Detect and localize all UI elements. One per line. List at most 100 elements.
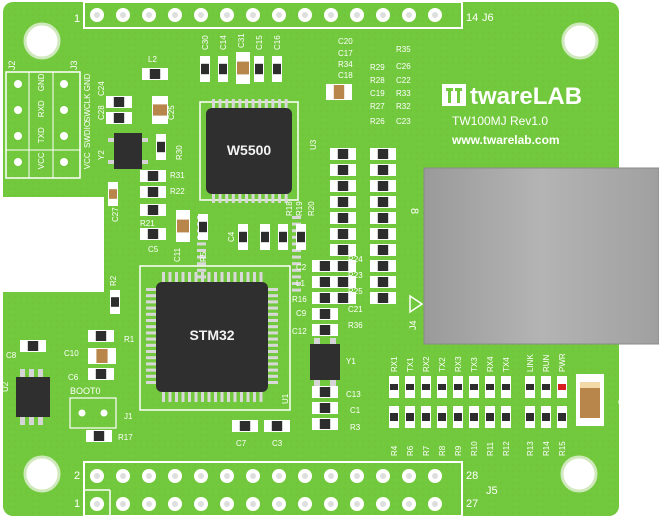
ref-label-c8: C8 [6, 351, 17, 360]
led-label: TX1 [406, 357, 415, 372]
ref-label-c21: C21 [348, 305, 363, 314]
led-resistor-label: R7 [422, 445, 431, 456]
ref-label-r19: R19 [295, 201, 304, 216]
stm32-label: STM32 [189, 327, 234, 343]
led-label: TX3 [470, 357, 479, 372]
ref-label-c1: C1 [350, 406, 361, 415]
j6-label: J6 [482, 12, 494, 24]
led-label: RX2 [422, 356, 431, 372]
ref-label-r5: R5 [199, 251, 208, 262]
ref-label-r22: R22 [170, 187, 185, 196]
ref-label-r17: R17 [118, 433, 133, 442]
ref-label-y1: Y1 [346, 357, 356, 366]
ref-label-c27: C27 [111, 207, 120, 222]
ref-label-c5: C5 [148, 245, 159, 254]
model-text: TW100MJ Rev1.0 [452, 114, 548, 128]
ref-label-c4: C4 [227, 231, 236, 242]
led-label: LINK [526, 354, 535, 372]
ref-label-c2: C2 [296, 263, 307, 272]
mounting-holes [23, 22, 599, 493]
pin-label: VCC [83, 152, 92, 169]
ic-u2 [16, 369, 50, 425]
ic-y2 [108, 133, 148, 169]
led-label: PWR [558, 353, 567, 372]
led-resistor-label: R10 [470, 441, 479, 456]
ref-label-c3: C3 [272, 439, 283, 448]
led-row: RX1R4TX1R6RX2R7TX2R8RX3R9TX3R10RX4R11TX4… [389, 353, 567, 456]
j5-label: J5 [486, 485, 498, 497]
led-resistor-label: R11 [486, 441, 495, 456]
pin-label: TXD [37, 127, 46, 143]
led-label: RX3 [454, 356, 463, 372]
ref-label-c31: C31 [237, 33, 246, 48]
ref-label-c12: C12 [292, 327, 307, 336]
j5-pin2-label: 2 [74, 470, 80, 482]
led-label: RX1 [390, 356, 399, 372]
ref-label-r27: R27 [370, 102, 385, 111]
ref-label-l1: L1 [296, 279, 305, 288]
ref-label-r21: R21 [140, 219, 155, 228]
ref-label-r2: R2 [109, 275, 118, 286]
ref-label-c13: C13 [346, 390, 361, 399]
led-resistor-label: R6 [406, 445, 415, 456]
pin-label: SWCLK [83, 93, 92, 122]
ref-label-u3: U3 [309, 139, 318, 150]
ref-label-r31: R31 [170, 171, 185, 180]
ref-label-c30: C30 [201, 35, 210, 50]
ref-label-c7: C7 [236, 439, 247, 448]
j5-pin1-label: 1 [74, 498, 80, 510]
pin-label: VCC [37, 152, 46, 169]
boot0-jumper-j1: BOOT0 J1 [69, 386, 133, 429]
pin-label: SWDIO [83, 121, 92, 148]
ref-label-c18: C18 [338, 71, 353, 80]
ic-y1 [310, 338, 340, 386]
header-j5: 2 1 28 27 J5 [74, 461, 498, 517]
w5500-label: W5500 [227, 142, 272, 158]
smd-components [20, 52, 396, 442]
ref-label-y2: Y2 [97, 150, 106, 160]
ref-label-r26: R26 [370, 117, 385, 126]
ref-label-c16: C16 [273, 35, 282, 50]
ref-label-c22: C22 [396, 76, 411, 85]
ref-label-r23: R23 [348, 271, 363, 280]
led-resistor-label: R8 [438, 445, 447, 456]
ref-label-u2: U2 [1, 381, 10, 392]
led-resistor-label: R14 [542, 441, 551, 456]
led-label: TX2 [438, 357, 447, 372]
ref-label-c17: C17 [338, 49, 353, 58]
j3-label: J3 [69, 60, 79, 70]
ref-label-r29: R29 [370, 63, 385, 72]
ref-label-r1: R1 [124, 335, 135, 344]
led-label: RUN [542, 354, 551, 372]
ref-label-r24: R24 [348, 255, 363, 264]
led-resistor-label: R15 [558, 441, 567, 456]
ref-label-c14: C14 [219, 35, 228, 50]
ref-label-c11: C11 [173, 247, 182, 262]
url-text: www.twarelab.com [451, 133, 560, 147]
j4-pin8-label: 8 [408, 208, 420, 214]
j6-pin1-label: 1 [74, 13, 80, 25]
ref-label-c15: C15 [255, 35, 264, 50]
ref-label-r34: R34 [338, 60, 353, 69]
ref-label-c20: C20 [338, 37, 353, 46]
pin-label: GND [83, 73, 92, 91]
led-resistor-label: R9 [454, 445, 463, 456]
pin-label: GND [37, 73, 46, 91]
ref-label-c24: C24 [97, 81, 106, 96]
ref-label-c19: C19 [370, 89, 385, 98]
led-resistor-label: R4 [390, 445, 399, 456]
ref-label-c10: C10 [64, 349, 79, 358]
ref-label-r33: R33 [396, 89, 411, 98]
brand-text: twareLAB [470, 83, 582, 110]
ref-label-r28: R28 [370, 76, 385, 85]
ref-label-r25: R25 [348, 287, 363, 296]
ref-label-c28: C28 [97, 105, 106, 120]
j2-label: J2 [7, 60, 17, 70]
cap-c29: C29 [576, 374, 633, 426]
ref-label-c6: C6 [68, 373, 79, 382]
ref-label-c9: C9 [296, 309, 307, 318]
ref-label-r16: R16 [292, 295, 307, 304]
rj45-connector-j4: J4 8 [408, 167, 659, 345]
